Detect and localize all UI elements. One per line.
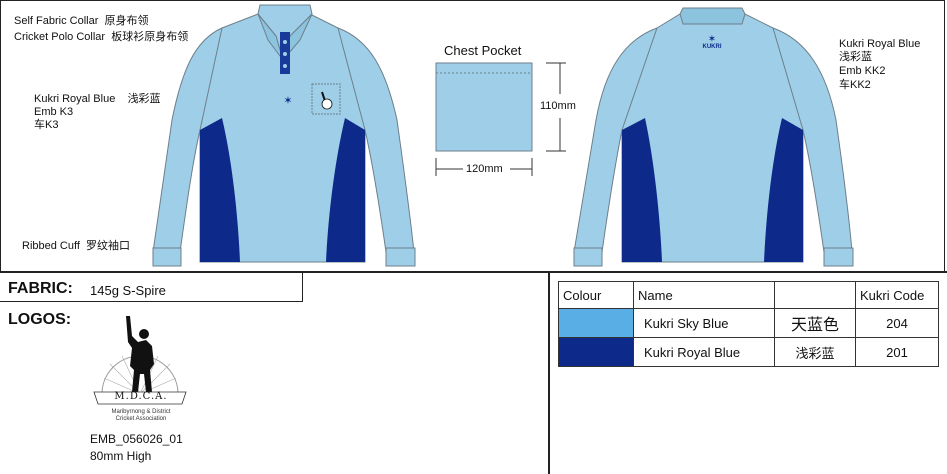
front-shirt: ✶ xyxy=(152,4,416,267)
divider-horizontal xyxy=(0,271,947,273)
logos-label: LOGOS: xyxy=(8,311,72,328)
header-name: Name xyxy=(633,281,775,309)
header-blank xyxy=(774,281,856,309)
fabric-value: 145g S-Spire xyxy=(90,283,166,298)
collar-note: Self Fabric Collar 原身布领 xyxy=(14,15,149,27)
row-code: 204 xyxy=(855,308,939,338)
badge-subtext-1: Maribyrnong & District xyxy=(111,409,171,415)
row-name-cn: 浅彩蓝 xyxy=(774,337,856,367)
back-emb-note: Kukri Royal Blue xyxy=(839,38,921,50)
front-emb-code-cn: 车K3 xyxy=(34,119,59,131)
badge-text: M.D.C.A. xyxy=(114,391,168,402)
pocket-diagram xyxy=(435,62,566,176)
back-emblem-text: KUKRI xyxy=(702,44,722,50)
row-name: Kukri Royal Blue xyxy=(633,337,775,367)
pocket-height-label: 110mm xyxy=(540,100,576,112)
row-code: 201 xyxy=(855,337,939,367)
back-emb-code: Emb KK2 xyxy=(839,65,886,77)
divider-vertical xyxy=(548,272,550,474)
swatch-sky xyxy=(558,308,634,338)
badge-subtext-2: Cricket Association xyxy=(115,416,167,422)
svg-text:✶: ✶ xyxy=(283,94,292,107)
logo-size: 80mm High xyxy=(90,449,152,463)
cuff-note: Ribbed Cuff 罗纹袖口 xyxy=(22,240,131,252)
row-name: Kukri Sky Blue xyxy=(633,308,775,338)
table-row: Kukri Royal Blue 浅彩蓝 201 xyxy=(558,337,939,367)
table-row: Kukri Sky Blue 天蓝色 204 xyxy=(558,308,939,338)
pocket-title: Chest Pocket xyxy=(444,43,522,58)
pocket-width-label: 120mm xyxy=(466,163,503,175)
fabric-label: FABRIC: xyxy=(8,280,73,297)
fabric-box xyxy=(0,272,303,302)
back-emb-cn: 浅彩蓝 xyxy=(839,51,872,63)
row-name-cn: 天蓝色 xyxy=(774,308,856,338)
header-kukri-code: Kukri Code xyxy=(855,281,939,309)
front-emb-code: Emb K3 xyxy=(34,106,74,118)
front-emb-note: Kukri Royal Blue 浅彩蓝 xyxy=(34,93,161,105)
polo-collar-note: Cricket Polo Collar 板球衫原身布领 xyxy=(14,31,189,43)
svg-text:✶: ✶ xyxy=(708,34,716,45)
back-shirt: ✶ xyxy=(573,7,854,267)
garment-drawing: ✶ ✶ xyxy=(152,4,854,267)
logo-code: EMB_056026_01 xyxy=(90,432,183,446)
header-colour: Colour xyxy=(558,281,634,309)
mdca-logo xyxy=(93,316,187,405)
colour-table-header: Colour Name Kukri Code xyxy=(558,281,939,309)
back-emb-code-cn: 车KK2 xyxy=(839,79,871,91)
swatch-royal xyxy=(558,337,634,367)
colour-table: Colour Name Kukri Code Kukri Sky Blue 天蓝… xyxy=(558,281,939,367)
